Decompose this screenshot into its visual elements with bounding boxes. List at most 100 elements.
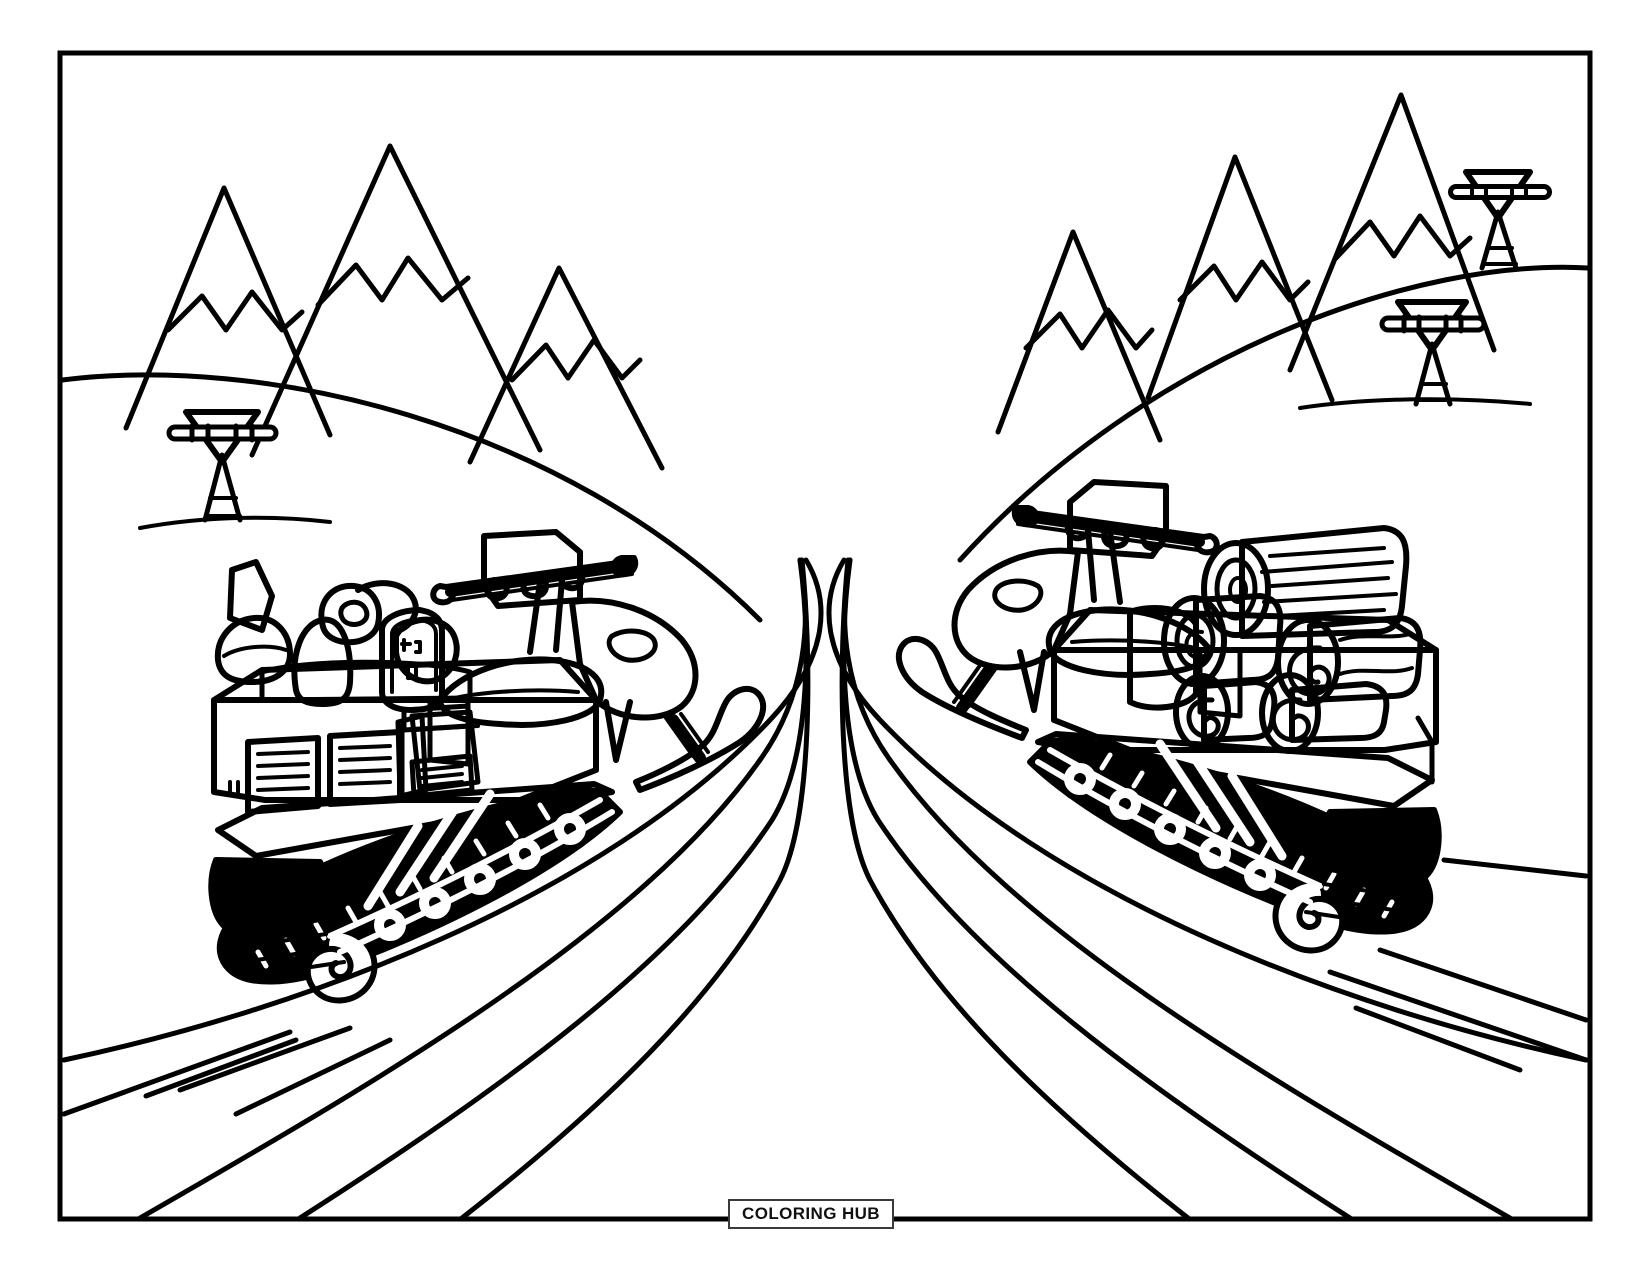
snowmobile-with-logs <box>895 479 1442 954</box>
ski-lift-tower-upper-right <box>1448 169 1552 271</box>
mountain-right-mid <box>1145 154 1335 403</box>
log-top-big-end <box>1201 540 1271 638</box>
snowmobile-with-cargo <box>208 529 767 1004</box>
ski-lift-tower-lower-right-mast <box>1413 341 1453 407</box>
ski-lift-tower-lower-right <box>1379 299 1487 407</box>
right-cargo-deck-edge <box>1415 715 1435 785</box>
right-handlebar-collar-a <box>1140 527 1166 552</box>
crate-side-box <box>409 753 475 799</box>
left-snowmobile-ski <box>633 685 767 793</box>
ski-lift-tower-lower-right-ticks <box>1401 314 1464 334</box>
log-top-big-end-core <box>1228 576 1248 604</box>
right-handlebar-mount <box>1100 525 1130 550</box>
right-rear-panel-stripes <box>1304 868 1416 928</box>
crate-corner-ticks <box>228 780 240 794</box>
right-cargo-deck <box>1035 731 1435 809</box>
log-low-left-end <box>1173 673 1231 751</box>
left-handlebar-mount <box>520 575 550 600</box>
ski-lift-tower-left <box>166 409 279 523</box>
log-top-big-grain <box>1260 546 1398 618</box>
mountain-right-mid-snowcap <box>1177 259 1311 303</box>
right-half-scene <box>826 92 1588 1217</box>
right-track-inner-lines <box>1035 747 1323 905</box>
left-ski-strut <box>667 714 706 764</box>
ski-lift-tower-upper-right-rungs <box>1482 246 1518 266</box>
right-speed-line-3 <box>1353 1005 1523 1073</box>
left-handlebar-assembly <box>430 529 639 655</box>
ski-lift-tower-upper-right-mast <box>1479 209 1519 271</box>
mountain-right-tall <box>1287 92 1497 373</box>
right-grip-inner <box>1011 505 1040 528</box>
ski-lift-tower-left-crossbar-ticks <box>189 423 255 443</box>
ski-lift-tower-upper-right-ticks <box>1470 184 1528 200</box>
cargo-suitcase <box>379 607 445 713</box>
log-mid-right-spiral <box>1287 645 1332 697</box>
right-handlebar-collar-b <box>1064 517 1092 542</box>
log-mid-right-grain <box>1338 632 1414 676</box>
right-slope-line-2 <box>842 557 1513 1217</box>
left-handlebar-collar-a <box>484 577 510 602</box>
cargo-round-barrel <box>318 582 382 646</box>
crate-panel-g <box>412 724 480 732</box>
left-front-panel-stripes <box>234 918 346 978</box>
left-ground-ridge <box>138 515 332 530</box>
mountain-left-small-snowcap <box>165 289 305 333</box>
left-nose-vent <box>603 699 633 763</box>
right-mountain-range <box>995 92 1497 443</box>
left-seat-fold <box>438 688 580 704</box>
cargo-suitcase-inner <box>390 618 438 694</box>
right-handlebar-assembly <box>1011 479 1220 605</box>
crate-panel-f <box>409 709 481 793</box>
right-seat <box>1045 606 1213 678</box>
right-log-stack <box>1127 525 1424 754</box>
left-drive-sprocket-spiral <box>304 926 378 1004</box>
mountain-left-right-snowcap <box>509 337 643 383</box>
right-speed-line-4 <box>1441 857 1588 879</box>
left-half-scene <box>62 143 824 1217</box>
left-grip-inner <box>610 555 639 578</box>
crate-panel-a <box>245 735 321 815</box>
left-speed-line-3 <box>177 1025 353 1093</box>
left-converging-slope-lines <box>62 557 824 1217</box>
right-speed-line-1 <box>1377 947 1588 1023</box>
log-back-tube <box>1127 605 1199 711</box>
left-seat <box>437 656 605 728</box>
log-top-big-end-ring <box>1214 557 1258 621</box>
right-nose-cone <box>951 547 1081 671</box>
left-speed-lines <box>62 1025 393 1117</box>
log-low-left-spiral <box>1186 697 1221 739</box>
mountain-left-right <box>467 265 665 471</box>
ski-lift-tower-left-mast <box>202 452 243 523</box>
log-mid-left-spiral <box>1184 629 1209 660</box>
left-slope-line-1 <box>62 557 824 1063</box>
coloring-hub-watermark: COLORING HUB <box>728 1199 894 1229</box>
cargo-suitcase-latch <box>400 638 422 654</box>
right-converging-slope-lines <box>826 557 1588 1217</box>
log-low-right-end <box>1259 672 1321 754</box>
ski-lift-tower-left-rungs <box>204 496 242 518</box>
right-ski-strut <box>956 664 995 714</box>
left-speed-line-1 <box>62 1029 293 1117</box>
right-slope-line-1 <box>826 557 1588 1063</box>
left-slope-line-4 <box>459 557 811 1217</box>
left-headlight <box>606 628 658 663</box>
mountain-right-small-snowcap <box>1023 307 1155 351</box>
mountain-right-tall-snowcap <box>1333 213 1473 261</box>
cargo-rolled-bag <box>214 614 293 685</box>
right-track-diagonal-struts <box>1155 739 1287 861</box>
left-handlebar-collar-b <box>558 567 586 592</box>
left-cargo-stack <box>214 559 460 713</box>
right-ground-ridge <box>1298 397 1532 410</box>
left-track-diagonal-struts <box>363 789 495 911</box>
right-speed-line-2 <box>1327 969 1588 1063</box>
right-snow-hill <box>957 264 1588 563</box>
log-top-big-body <box>1239 525 1410 639</box>
coloring-hub-watermark-label: COLORING HUB <box>742 1204 880 1223</box>
right-handlebar-bar-outline <box>1016 508 1206 552</box>
left-handlebar-bar-outline <box>444 558 634 602</box>
mountain-left-small <box>123 185 333 438</box>
crate-panel-b-slats <box>338 744 392 786</box>
